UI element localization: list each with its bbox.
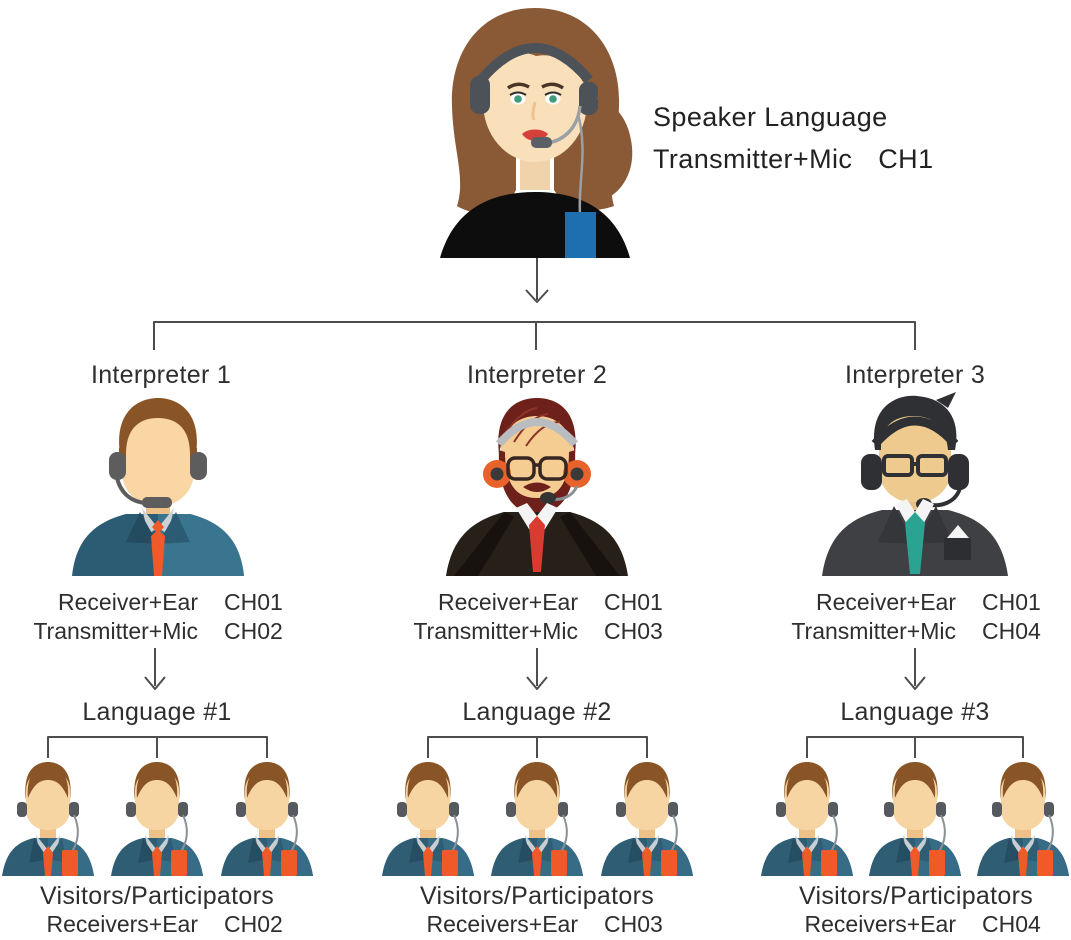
channel-label: CH01 xyxy=(224,589,283,615)
language-1-label: Language #1 xyxy=(82,698,232,726)
channel-label: CH01 xyxy=(982,589,1041,615)
channel-label: CH04 xyxy=(982,911,1041,937)
device-label: Receivers+Ear xyxy=(426,911,578,937)
device-label: Receiver+Ear xyxy=(58,589,198,615)
visitor-avatar xyxy=(381,761,475,876)
channel-label: CH01 xyxy=(604,589,663,615)
arrow-speaker-down xyxy=(525,258,549,303)
arrow-interpreter1-down xyxy=(144,648,166,690)
interpreter-3-channel-table: Receiver+Ear CH01 Transmitter+Mic CH04 xyxy=(746,588,1041,646)
visitor-avatar xyxy=(220,761,314,876)
visitor-avatar xyxy=(600,761,694,876)
visitors-3-title: Visitors/Participators xyxy=(799,882,1033,910)
visitor-avatar xyxy=(490,761,584,876)
visitors-3-channel-row: Receivers+Ear CH04 xyxy=(746,910,1041,939)
visitor-avatar xyxy=(110,761,204,876)
device-label: Receivers+Ear xyxy=(804,911,956,937)
interpreter-2-illustration xyxy=(446,398,628,576)
interpreter-2-channel-table: Receiver+Ear CH01 Transmitter+Mic CH03 xyxy=(368,588,663,646)
channel-label: CH04 xyxy=(982,618,1041,644)
channel-label: CH02 xyxy=(224,911,283,937)
visitor-avatar xyxy=(976,761,1070,876)
speaker-device-label: Transmitter+Mic xyxy=(653,144,853,174)
device-label: Transmitter+Mic xyxy=(33,618,198,644)
device-label: Receiver+Ear xyxy=(438,589,578,615)
arrow-interpreter3-down xyxy=(904,648,926,690)
speaker-channel-row: Transmitter+Mic CH1 xyxy=(653,138,934,180)
channel-label: CH03 xyxy=(604,911,663,937)
visitor-avatar xyxy=(1,761,95,876)
device-label: Receivers+Ear xyxy=(46,911,198,937)
language-3-label: Language #3 xyxy=(840,698,990,726)
speaker-woman-headset-illustration xyxy=(440,8,633,258)
bracket-language2-to-visitors xyxy=(427,736,648,758)
visitors-1-title: Visitors/Participators xyxy=(40,882,274,910)
bracket-speaker-to-interpreters xyxy=(153,321,916,350)
bracket-language3-to-visitors xyxy=(806,736,1024,758)
interpreter-1-label: Interpreter 1 xyxy=(90,361,232,389)
channel-label: CH03 xyxy=(604,618,663,644)
visitors-1-channel-row: Receivers+Ear CH02 xyxy=(0,910,283,939)
language-2-label: Language #2 xyxy=(462,698,612,726)
device-label: Transmitter+Mic xyxy=(413,618,578,644)
device-label: Transmitter+Mic xyxy=(791,618,956,644)
visitors-2-channel-row: Receivers+Ear CH03 xyxy=(368,910,663,939)
channel-label: CH02 xyxy=(224,618,283,644)
speaker-title: Speaker Language xyxy=(653,102,888,132)
interpreter-1-channel-table: Receiver+Ear CH01 Transmitter+Mic CH02 xyxy=(0,588,283,646)
speaker-channel-label: CH1 xyxy=(878,144,934,174)
interpreter-2-label: Interpreter 2 xyxy=(466,361,608,389)
interpreter-1-illustration xyxy=(72,398,244,576)
visitor-avatar xyxy=(760,761,854,876)
interpreter-3-illustration xyxy=(822,392,1008,576)
speaker-caption: Speaker Language Transmitter+Mic CH1 xyxy=(653,96,934,180)
interpreter-3-label: Interpreter 3 xyxy=(844,361,986,389)
visitor-avatar xyxy=(868,761,962,876)
bracket-language1-to-visitors xyxy=(47,736,268,758)
device-label: Receiver+Ear xyxy=(816,589,956,615)
visitors-2-title: Visitors/Participators xyxy=(420,882,654,910)
arrow-interpreter2-down xyxy=(526,648,548,690)
